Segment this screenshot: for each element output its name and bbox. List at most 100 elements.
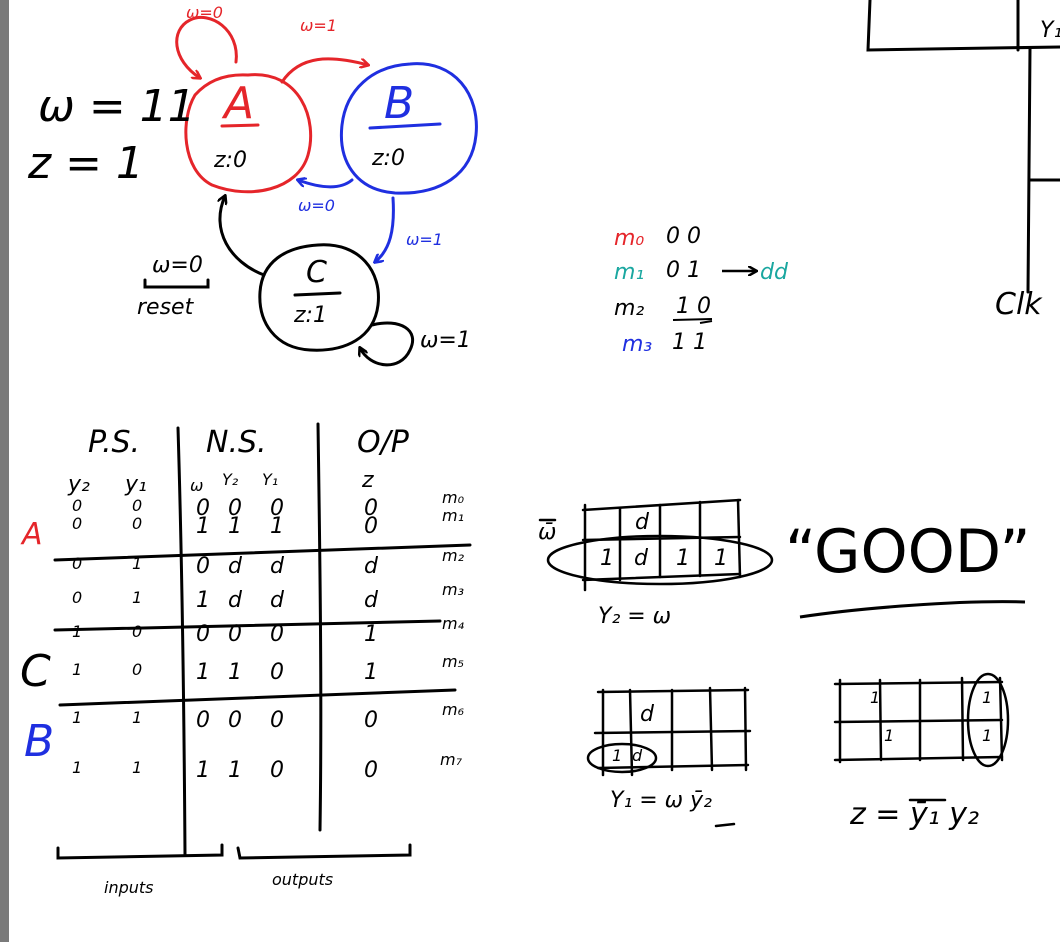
table-cell: 1 [196, 514, 210, 539]
table-cell: d [228, 554, 242, 579]
col-header-z: z [362, 468, 374, 493]
header-w: ω = 11 [38, 81, 196, 132]
state-b-name: B [384, 78, 415, 129]
col-header-Y2: Y₂ [222, 470, 239, 489]
col-header-w: ω [190, 476, 204, 495]
transition-b-a: ω=0 [298, 196, 335, 215]
table-cell: 1 [132, 708, 143, 727]
col-header-Y1: Y₁ [262, 470, 279, 489]
kmap-2-lines [586, 686, 752, 828]
table-cell: 0 [132, 514, 143, 533]
left-edge-bar [0, 0, 9, 942]
table-minterm-label: m₅ [442, 652, 464, 671]
table-cell: 0 [196, 622, 210, 647]
table-minterm-label: m₂ [442, 546, 464, 565]
state-c-output: z:1 [294, 303, 327, 328]
col-header-y1: y₁ [125, 472, 147, 497]
table-minterm-label: m₆ [442, 700, 464, 719]
table-cell: 0 [364, 514, 378, 539]
table-cell: 0 [270, 496, 284, 521]
state-a-output: z:0 [214, 148, 247, 173]
minterm-1-code: 0 1 [666, 258, 701, 283]
table-cell: 0 [72, 514, 83, 533]
reset-w-label: ω=0 [152, 253, 203, 278]
table-cell: 0 [196, 554, 210, 579]
table-cell: 1 [72, 660, 83, 679]
table-cell: 0 [270, 708, 284, 733]
table-cell: d [270, 554, 284, 579]
kmap-1-lines [538, 498, 774, 592]
table-cell: 0 [228, 622, 242, 647]
table-cell: d [270, 588, 284, 613]
transition-c-self: ω=1 [420, 328, 471, 353]
table-cell: 1 [196, 588, 210, 613]
table-state-c: C [20, 646, 51, 697]
table-ns-header: N.S. [206, 425, 267, 460]
table-minterm-label: m₇ [440, 750, 462, 769]
kmap-1-cell-bottom-2: 1 [676, 546, 690, 571]
header-z: z = 1 [28, 138, 144, 189]
kmap-3-lines [833, 672, 1010, 802]
minterm-1-extra: dd [760, 260, 788, 285]
kmap-3-cell-bottom-1: 1 [884, 726, 895, 745]
table-cell: 1 [72, 708, 83, 727]
table-cell: 0 [364, 708, 378, 733]
table-cell: 0 [228, 708, 242, 733]
table-cell: 1 [364, 622, 378, 647]
reset-caption: reset [137, 295, 194, 320]
table-cell: 0 [364, 758, 378, 783]
minterm-3-m: m₃ [622, 332, 653, 357]
minterm-2-code: 1 0 [676, 294, 711, 319]
table-cell: 0 [196, 496, 210, 521]
table-minterm-label: m₄ [442, 614, 464, 633]
kmap-1-equation: Y₂ = ω [598, 604, 672, 629]
table-cell: 1 [72, 758, 83, 777]
state-b-circle [298, 62, 478, 262]
state-c-name: C [306, 255, 327, 290]
kmap-1-cell-bottom-0: 1 [600, 546, 614, 571]
transition-a-self: ω=0 [186, 3, 223, 22]
table-cell: 1 [364, 660, 378, 685]
kmap-2-cell-top-1: d [640, 702, 654, 727]
table-cell: d [364, 588, 378, 613]
state-b-output: z:0 [372, 146, 405, 171]
table-cell: 1 [228, 514, 242, 539]
table-cell: 0 [72, 554, 83, 573]
kmap-1-var: ω̄ [538, 520, 557, 545]
table-cell: 0 [132, 496, 143, 515]
kmap-3-cell-top-3: 1 [982, 688, 993, 707]
kmap-2-equation: Y₁ = ω ȳ₂ [610, 788, 712, 813]
table-cell: 0 [196, 708, 210, 733]
table-op-header: O/P [357, 425, 409, 460]
timing-clk-label: Clk [995, 287, 1042, 322]
table-cell: 1 [196, 758, 210, 783]
table-cell: 1 [228, 660, 242, 685]
minterm-2-m: m₂ [614, 296, 645, 321]
transition-a-b: ω=1 [300, 16, 337, 35]
table-cell: 1 [228, 758, 242, 783]
brace-inputs: inputs [104, 878, 154, 897]
kmap-3-equation: z = ȳ₁ y₂ [850, 797, 980, 832]
minterm-0-m: m₀ [614, 226, 645, 251]
timing-y-label: Y₁ [1040, 18, 1060, 43]
table-cell: 1 [270, 514, 284, 539]
table-cell: 0 [270, 660, 284, 685]
kmap-1-cell-top-1: d [635, 510, 649, 535]
state-table-lines [53, 422, 472, 860]
brace-outputs: outputs [272, 870, 334, 889]
kmap-3-cell-bottom-3: 1 [982, 726, 993, 745]
col-header-y2: y₂ [68, 472, 90, 497]
table-cell: 0 [270, 758, 284, 783]
minterm-1-m: m₁ [614, 260, 645, 285]
minterm-0-code: 0 0 [666, 224, 701, 249]
table-ps-header: P.S. [88, 425, 141, 460]
table-minterm-label: m₀ [442, 488, 464, 507]
table-cell: 0 [72, 588, 83, 607]
table-cell: 1 [132, 588, 143, 607]
table-cell: 0 [132, 660, 143, 679]
table-minterm-label: m₁ [442, 506, 464, 525]
table-minterm-label: m₃ [442, 580, 464, 599]
kmap-3-cell-top-1: 1 [870, 688, 881, 707]
